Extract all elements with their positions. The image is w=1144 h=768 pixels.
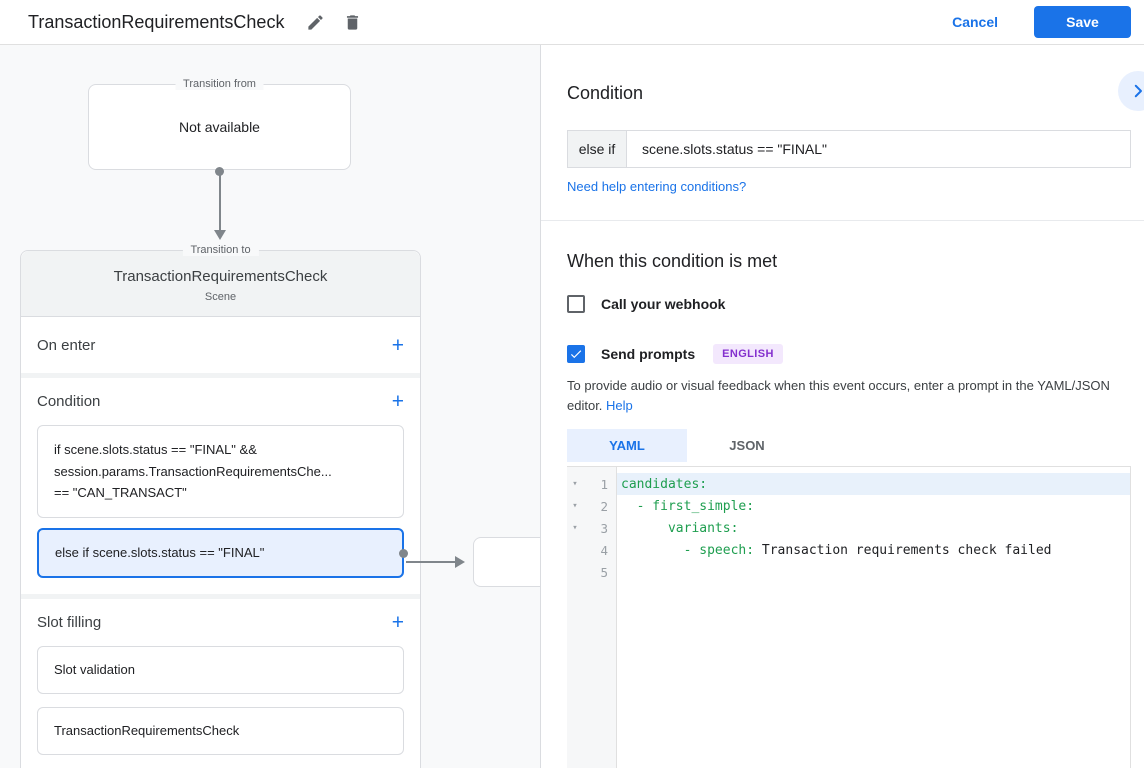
collapse-panel-button[interactable] [1118, 71, 1144, 111]
condition-met-title: When this condition is met [567, 251, 778, 271]
cancel-button[interactable]: Cancel [952, 14, 998, 30]
yaml-key: candidates: [621, 476, 708, 492]
yaml-key: - speech: [621, 542, 762, 558]
add-icon: + [391, 610, 404, 634]
add-icon: + [391, 390, 404, 413]
connector-line-horizontal [406, 561, 456, 563]
editor-content[interactable]: candidates: - first_simple: variants: - … [617, 467, 1130, 768]
transition-from-value: Not available [179, 119, 260, 135]
slot-item-validation[interactable]: Slot validation [37, 645, 404, 694]
line-number: 4 [600, 542, 608, 558]
send-prompts-label: Send prompts [601, 346, 696, 362]
tab-json[interactable]: JSON [687, 429, 807, 462]
add-icon: + [391, 333, 404, 357]
code-line: variants: [617, 517, 1130, 539]
yaml-value: Transaction requirements check failed [761, 542, 1052, 558]
transition-to-label: Transition to [182, 244, 259, 256]
line-number: 2 [600, 498, 608, 514]
scene-node-type: Scene [204, 291, 237, 303]
slot-filling-title: Slot filling [37, 613, 102, 631]
condition-item-if[interactable]: if scene.slots.status == "FINAL" && sess… [37, 425, 404, 518]
scene-node-card: Transition to TransactionRequirementsChe… [20, 244, 421, 768]
section-separator [21, 593, 420, 599]
send-prompts-row[interactable]: Send prompts ENGLISH [567, 344, 783, 364]
tab-yaml[interactable]: YAML [567, 429, 687, 462]
connector-dot [399, 548, 408, 558]
add-condition-button[interactable]: + [392, 391, 404, 412]
prompts-description-text: To provide audio or visual feedback when… [567, 378, 1110, 414]
transition-target-node[interactable] [473, 537, 540, 587]
pencil-icon [306, 13, 325, 32]
gutter-row: ▾ 2 [567, 495, 616, 517]
fold-toggle-icon[interactable]: ▾ [572, 500, 578, 511]
slot-item-transaction-requirements-check[interactable]: TransactionRequirementsCheck [37, 706, 404, 755]
yaml-key: variants: [621, 520, 739, 536]
call-webhook-row[interactable]: Call your webhook [567, 295, 725, 313]
chevron-right-icon [1129, 82, 1144, 100]
on-enter-title: On enter [37, 336, 96, 354]
condition-prefix: else if [567, 130, 627, 168]
prompts-description: To provide audio or visual feedback when… [567, 376, 1112, 416]
line-number: 1 [600, 476, 608, 492]
gutter-row: ▾ 1 [567, 473, 616, 495]
add-on-enter-button[interactable]: + [392, 335, 404, 356]
top-bar: TransactionRequirementsCheck Cancel Save [0, 0, 1144, 45]
yaml-key: - first_simple: [621, 498, 755, 514]
condition-elseif-text: else if scene.slots.status == "FINAL" [55, 544, 265, 560]
yaml-code-editor[interactable]: ▾ 1 ▾ 2 ▾ 3 4 5 candidates: [567, 466, 1131, 768]
edit-title-button[interactable] [302, 9, 329, 36]
delete-scene-button[interactable] [339, 9, 366, 36]
code-line-active: candidates: [617, 473, 1130, 495]
line-number: 3 [600, 520, 608, 536]
gutter-row: ▾ 3 [567, 517, 616, 539]
panel-title: Condition [567, 83, 644, 103]
code-line: - speech: Transaction requirements check… [617, 539, 1130, 561]
panel-divider [541, 220, 1144, 221]
page-title: TransactionRequirementsCheck [28, 11, 285, 32]
send-prompts-checkbox[interactable] [567, 345, 585, 363]
condition-section-title: Condition [37, 393, 101, 410]
condition-input-row: else if [567, 130, 1131, 168]
connector-arrowhead-down [214, 230, 226, 240]
trash-icon [343, 13, 362, 32]
code-line: - first_simple: [617, 495, 1130, 517]
conditions-help-link[interactable]: Need help entering conditions? [567, 179, 747, 194]
transition-from-label: Transition from [175, 78, 264, 90]
connector-dot [215, 167, 224, 176]
on-enter-row: On enter + [21, 317, 420, 373]
connector-line-vertical [219, 174, 221, 230]
code-line [617, 561, 1130, 583]
language-badge: ENGLISH [713, 344, 783, 364]
webhook-checkbox[interactable] [567, 295, 585, 313]
fold-toggle-icon[interactable]: ▾ [572, 478, 578, 489]
condition-item-elseif-selected[interactable]: else if scene.slots.status == "FINAL" [37, 527, 408, 578]
slot-filling-section-header: Slot filling + [21, 599, 420, 646]
connector-arrowhead-right [455, 556, 465, 568]
scene-graph-canvas: Transition from Not available Transition… [0, 45, 541, 768]
editor-format-tabs: YAML JSON [567, 429, 807, 462]
gutter-row: 4 [567, 539, 616, 561]
webhook-label: Call your webhook [601, 296, 726, 312]
add-slot-button[interactable]: + [392, 612, 404, 633]
gutter-row: 5 [567, 561, 616, 583]
help-link[interactable]: Help [606, 398, 633, 414]
scene-node-header[interactable]: TransactionRequirementsCheck Scene [21, 251, 420, 317]
editor-gutter: ▾ 1 ▾ 2 ▾ 3 4 5 [567, 467, 617, 768]
transition-from-node: Transition from Not available [88, 78, 351, 170]
line-number: 5 [600, 564, 608, 580]
check-icon [569, 347, 583, 361]
section-separator [21, 373, 420, 378]
scene-node-title: TransactionRequirementsCheck [113, 268, 328, 285]
condition-section-header: Condition + [21, 378, 420, 425]
save-button[interactable]: Save [1034, 6, 1131, 38]
fold-toggle-icon[interactable]: ▾ [572, 522, 578, 533]
condition-expression-input[interactable] [627, 130, 1131, 168]
condition-editor-panel: Condition else if Need help entering con… [541, 45, 1144, 768]
